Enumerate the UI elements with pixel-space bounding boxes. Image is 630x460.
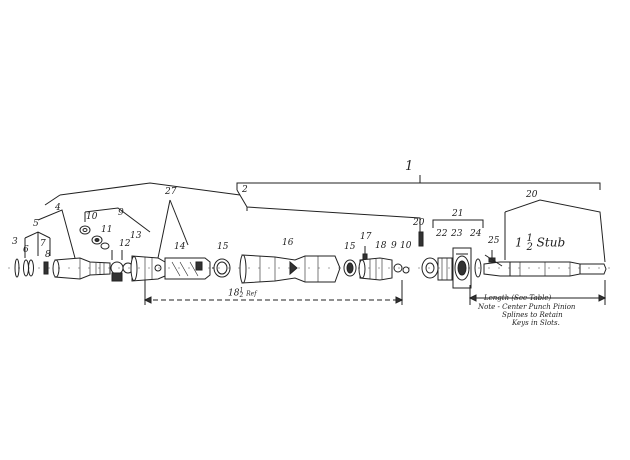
callout-25: 25 [488,236,500,246]
callout-16: 16 [282,238,294,248]
callout-27: 27 [165,187,177,197]
callout-9: 9 [118,208,124,218]
callout-3: 3 [12,237,18,247]
callout-21: 21 [452,209,464,219]
note-line-1: Note - Center Punch Pinion [478,303,576,311]
callout-22: 22 [436,229,448,239]
callout-17: 17 [360,232,372,242]
bracket-assembly-1 [236,175,601,190]
slip-yoke [52,257,111,280]
callout-13: 13 [130,231,142,241]
callout-5: 5 [33,219,39,229]
yoke-18 [358,257,410,281]
callout-15-left: 15 [217,242,229,252]
callout-9-right: 9 [391,241,397,251]
bearing-cap-11 [91,235,103,245]
bracket-2 [236,189,421,238]
callout-20-pin: 20 [413,218,425,228]
callout-10-right: 10 [400,241,412,251]
dust-boot-16 [239,254,341,284]
dimension-line [143,280,404,305]
callout-24: 24 [470,229,482,239]
universal-joint-cross [110,250,134,282]
bracket-9 [84,207,151,233]
callout-20-right: 20 [526,190,538,200]
callout-11: 11 [101,225,113,235]
bracket-20-right [504,199,606,263]
note-line-2: Splines to Retain [502,311,563,319]
callout-23: 23 [451,229,463,239]
weld-yoke [130,255,166,282]
bearing-retainer-23 [452,247,472,289]
callout-6: 6 [23,245,29,255]
note-line-3: Keys in Slots. [512,319,560,327]
bracket-4-5 [24,209,76,259]
callout-8: 8 [45,250,51,260]
bearing-assembly-22 [421,257,453,281]
callout-1: 1 [405,159,414,174]
length-dimension [468,280,607,305]
dimension-suffix: Ref [246,290,257,298]
length-label: Length (See Table) [484,294,552,302]
callout-4: 4 [55,203,61,213]
bearing-cap-10 [79,225,91,235]
washer-6 [23,259,34,277]
callout-10: 10 [86,212,98,222]
callout-14: 14 [174,242,186,252]
seal-8 [43,261,49,275]
callout-15-right: 15 [344,242,356,252]
bracket-27 [44,182,241,259]
pin-20 [418,231,424,247]
tube-14 [164,257,218,280]
callout-18: 18 [375,241,387,251]
ring-15-left [213,258,231,278]
bracket-21 [432,219,484,228]
nut-25 [488,250,496,263]
callout-12: 12 [119,239,131,249]
callout-2: 2 [242,185,248,195]
stub-shaft [483,254,607,277]
bearing-cap-left [100,242,110,250]
callout-7: 7 [40,239,46,249]
